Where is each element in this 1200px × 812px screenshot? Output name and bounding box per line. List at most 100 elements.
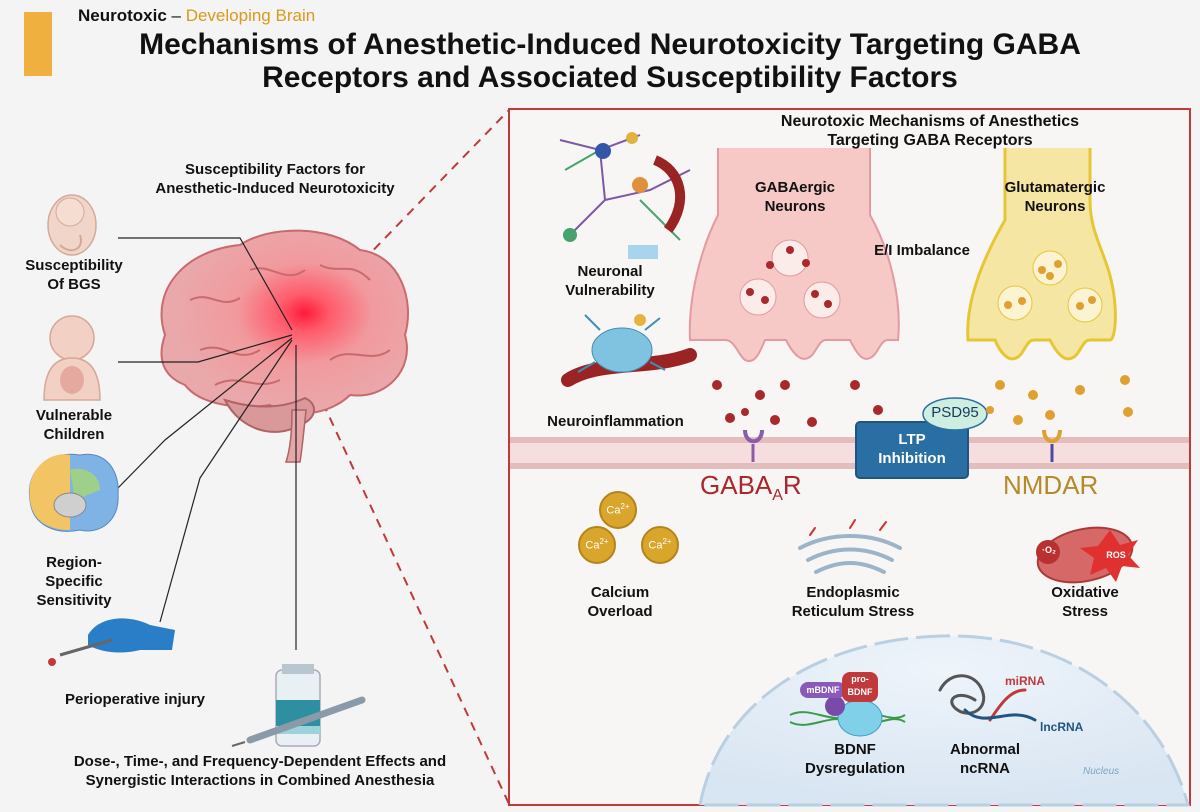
ca-sup-2: 2+	[599, 537, 609, 546]
calcium-line2: Overload	[587, 603, 653, 620]
page-title-line2: Receptors and Associated Susceptibility …	[262, 61, 958, 94]
ros-label: ROS	[1106, 550, 1126, 560]
abnormal-line2: ncRNA	[959, 760, 1010, 777]
header-separator: –	[166, 6, 186, 25]
header-category: Neurotoxic	[78, 6, 167, 25]
probdnf-line1: pro-	[851, 674, 869, 684]
abnormal-ncrna-label: Abnormal ncRNA	[930, 740, 1040, 778]
factor-bgs-line2: Of BGS	[47, 276, 101, 293]
er-stress-label: Endoplasmic Reticulum Stress	[778, 583, 928, 621]
factor-children-line2: Children	[43, 426, 105, 443]
neuronal-vulnerability-label: Neuronal Vulnerability	[545, 262, 675, 300]
er-line1: Endoplasmic	[806, 584, 900, 601]
ei-imbalance-label: E/I Imbalance	[874, 242, 970, 259]
ltp-inhibition-box	[855, 421, 969, 479]
oxidative-line1: Oxidative	[1051, 584, 1119, 601]
calcium-icons	[578, 491, 679, 564]
factor-region-label: Region- Specific Sensitivity	[4, 553, 144, 610]
gabaergic-line1: GABAergic	[754, 179, 836, 196]
gabaar-label: GABAAR	[700, 470, 802, 505]
header-category-line: Neurotoxic – Developing Brain	[78, 6, 315, 26]
oxidative-line2: Stress	[1062, 603, 1108, 620]
vial-syringe-icon	[231, 664, 366, 747]
ca-sup-3: 2+	[662, 537, 672, 546]
factor-region-line1: Region-	[46, 554, 102, 571]
factor-children-line1: Vulnerable	[35, 407, 113, 424]
calcium-ion-3: Ca2+	[642, 537, 678, 552]
calcium-ion-2: Ca2+	[579, 537, 615, 552]
panel-title-line1: Neurotoxic Mechanisms of Anesthetics	[780, 113, 1080, 130]
ltp-line2: Inhibition	[878, 450, 946, 467]
header-accent-bar	[24, 12, 52, 76]
calcium-ion-1: Ca2+	[600, 502, 636, 517]
header-subcategory: Developing Brain	[185, 6, 316, 25]
factor-dose-line1: Dose-, Time-, and Frequency-Dependent Ef…	[73, 753, 447, 770]
glutamate-dots	[986, 260, 1133, 425]
factor-dose-line2: Synergistic Interactions in Combined Ane…	[85, 772, 435, 789]
left-heading-line2: Anesthetic-Induced Neurotoxicity	[155, 180, 395, 197]
factor-region-line3: Sensitivity	[36, 592, 112, 609]
probdnf-label: pro- BDNF	[842, 673, 878, 699]
factor-perioperative-label: Perioperative injury	[40, 690, 230, 709]
mitochondria-ros-icon	[1036, 526, 1140, 584]
bdnf-line1: BDNF	[834, 741, 876, 758]
glutamatergic-label: Glutamatergic Neurons	[985, 178, 1125, 216]
page-title-line1: Mechanisms of Anesthetic-Induced Neuroto…	[139, 28, 1081, 61]
bdnf-dysregulation-label: BDNF Dysregulation	[795, 740, 915, 778]
er-line2: Reticulum Stress	[791, 603, 915, 620]
probdnf-line2: BDNF	[847, 687, 873, 697]
ca-label-3: Ca	[648, 539, 663, 552]
ltp-line1: LTP	[898, 431, 926, 448]
o2-radical-label: ·O₂	[1042, 545, 1056, 555]
ltp-inhibition-label: LTP Inhibition	[856, 430, 968, 468]
gabaar-receptor-icon	[743, 429, 764, 444]
ca-label-2: Ca	[585, 539, 600, 552]
abnormal-line1: Abnormal	[949, 741, 1020, 758]
left-heading-line1: Susceptibility Factors for	[184, 161, 366, 178]
scalpel-glove-icon	[48, 618, 175, 666]
factor-region-line2: Specific	[45, 573, 103, 590]
factor-bgs-label: Susceptibility Of BGS	[4, 256, 144, 294]
neuroinflammation-icon	[561, 314, 697, 387]
psd95-badge	[922, 397, 988, 431]
ca-sup-1: 2+	[620, 502, 630, 511]
glutamatergic-line2: Neurons	[1024, 198, 1086, 215]
nmdar-label: NMDAR	[1003, 470, 1099, 500]
neuronal-vulnerability-line2: Vulnerability	[565, 282, 655, 299]
oxidative-stress-label: Oxidative Stress	[1030, 583, 1140, 621]
ca-label-1: Ca	[606, 504, 621, 517]
brain-regions-icon	[28, 453, 119, 532]
neuron-network-icon	[559, 132, 691, 259]
panel-title: Neurotoxic Mechanisms of Anesthetics Tar…	[700, 112, 1160, 150]
factor-bgs-line1: Susceptibility	[25, 257, 123, 274]
zoom-line-bottom	[295, 344, 510, 805]
embryo-icon	[47, 194, 97, 256]
factor-children-label: Vulnerable Children	[4, 406, 144, 444]
calcium-overload-label: Calcium Overload	[560, 583, 680, 621]
gabaergic-label: GABAergic Neurons	[735, 178, 855, 216]
nucleus-shape	[698, 634, 1190, 807]
neuroinflammation-label: Neuroinflammation	[547, 413, 684, 430]
page-title: Mechanisms of Anesthetic-Induced Neuroto…	[60, 28, 1160, 94]
left-heading: Susceptibility Factors for Anesthetic-In…	[120, 160, 430, 198]
gaba-dots	[712, 246, 883, 427]
nucleus-label: Nucleus	[1083, 766, 1120, 777]
glutamate-vesicles	[997, 250, 1103, 323]
gabaar-main: GABA	[700, 470, 773, 500]
ncrna-icon	[938, 674, 1037, 722]
nmdar-receptor-icon	[1042, 429, 1062, 444]
gabaar-sub: A	[772, 487, 783, 505]
neuronal-vulnerability-line1: Neuronal	[577, 263, 643, 280]
lncrna-label: lncRNA	[1040, 720, 1084, 734]
mbdnf-badge	[800, 682, 846, 698]
psd95-label: PSD95	[931, 404, 979, 421]
mbdnf-label: mBDNF	[806, 685, 840, 695]
endoplasmic-reticulum-icon	[798, 519, 902, 574]
bdnf-dna-icon	[789, 672, 906, 737]
panel-title-line2: Targeting GABA Receptors	[827, 132, 1033, 149]
factor-dose-label: Dose-, Time-, and Frequency-Dependent Ef…	[20, 752, 500, 790]
glutamatergic-line1: Glutamatergic	[1004, 179, 1106, 196]
bdnf-line2: Dysregulation	[804, 760, 906, 777]
brain-icon	[160, 229, 409, 463]
probdnf-badge	[842, 672, 878, 702]
